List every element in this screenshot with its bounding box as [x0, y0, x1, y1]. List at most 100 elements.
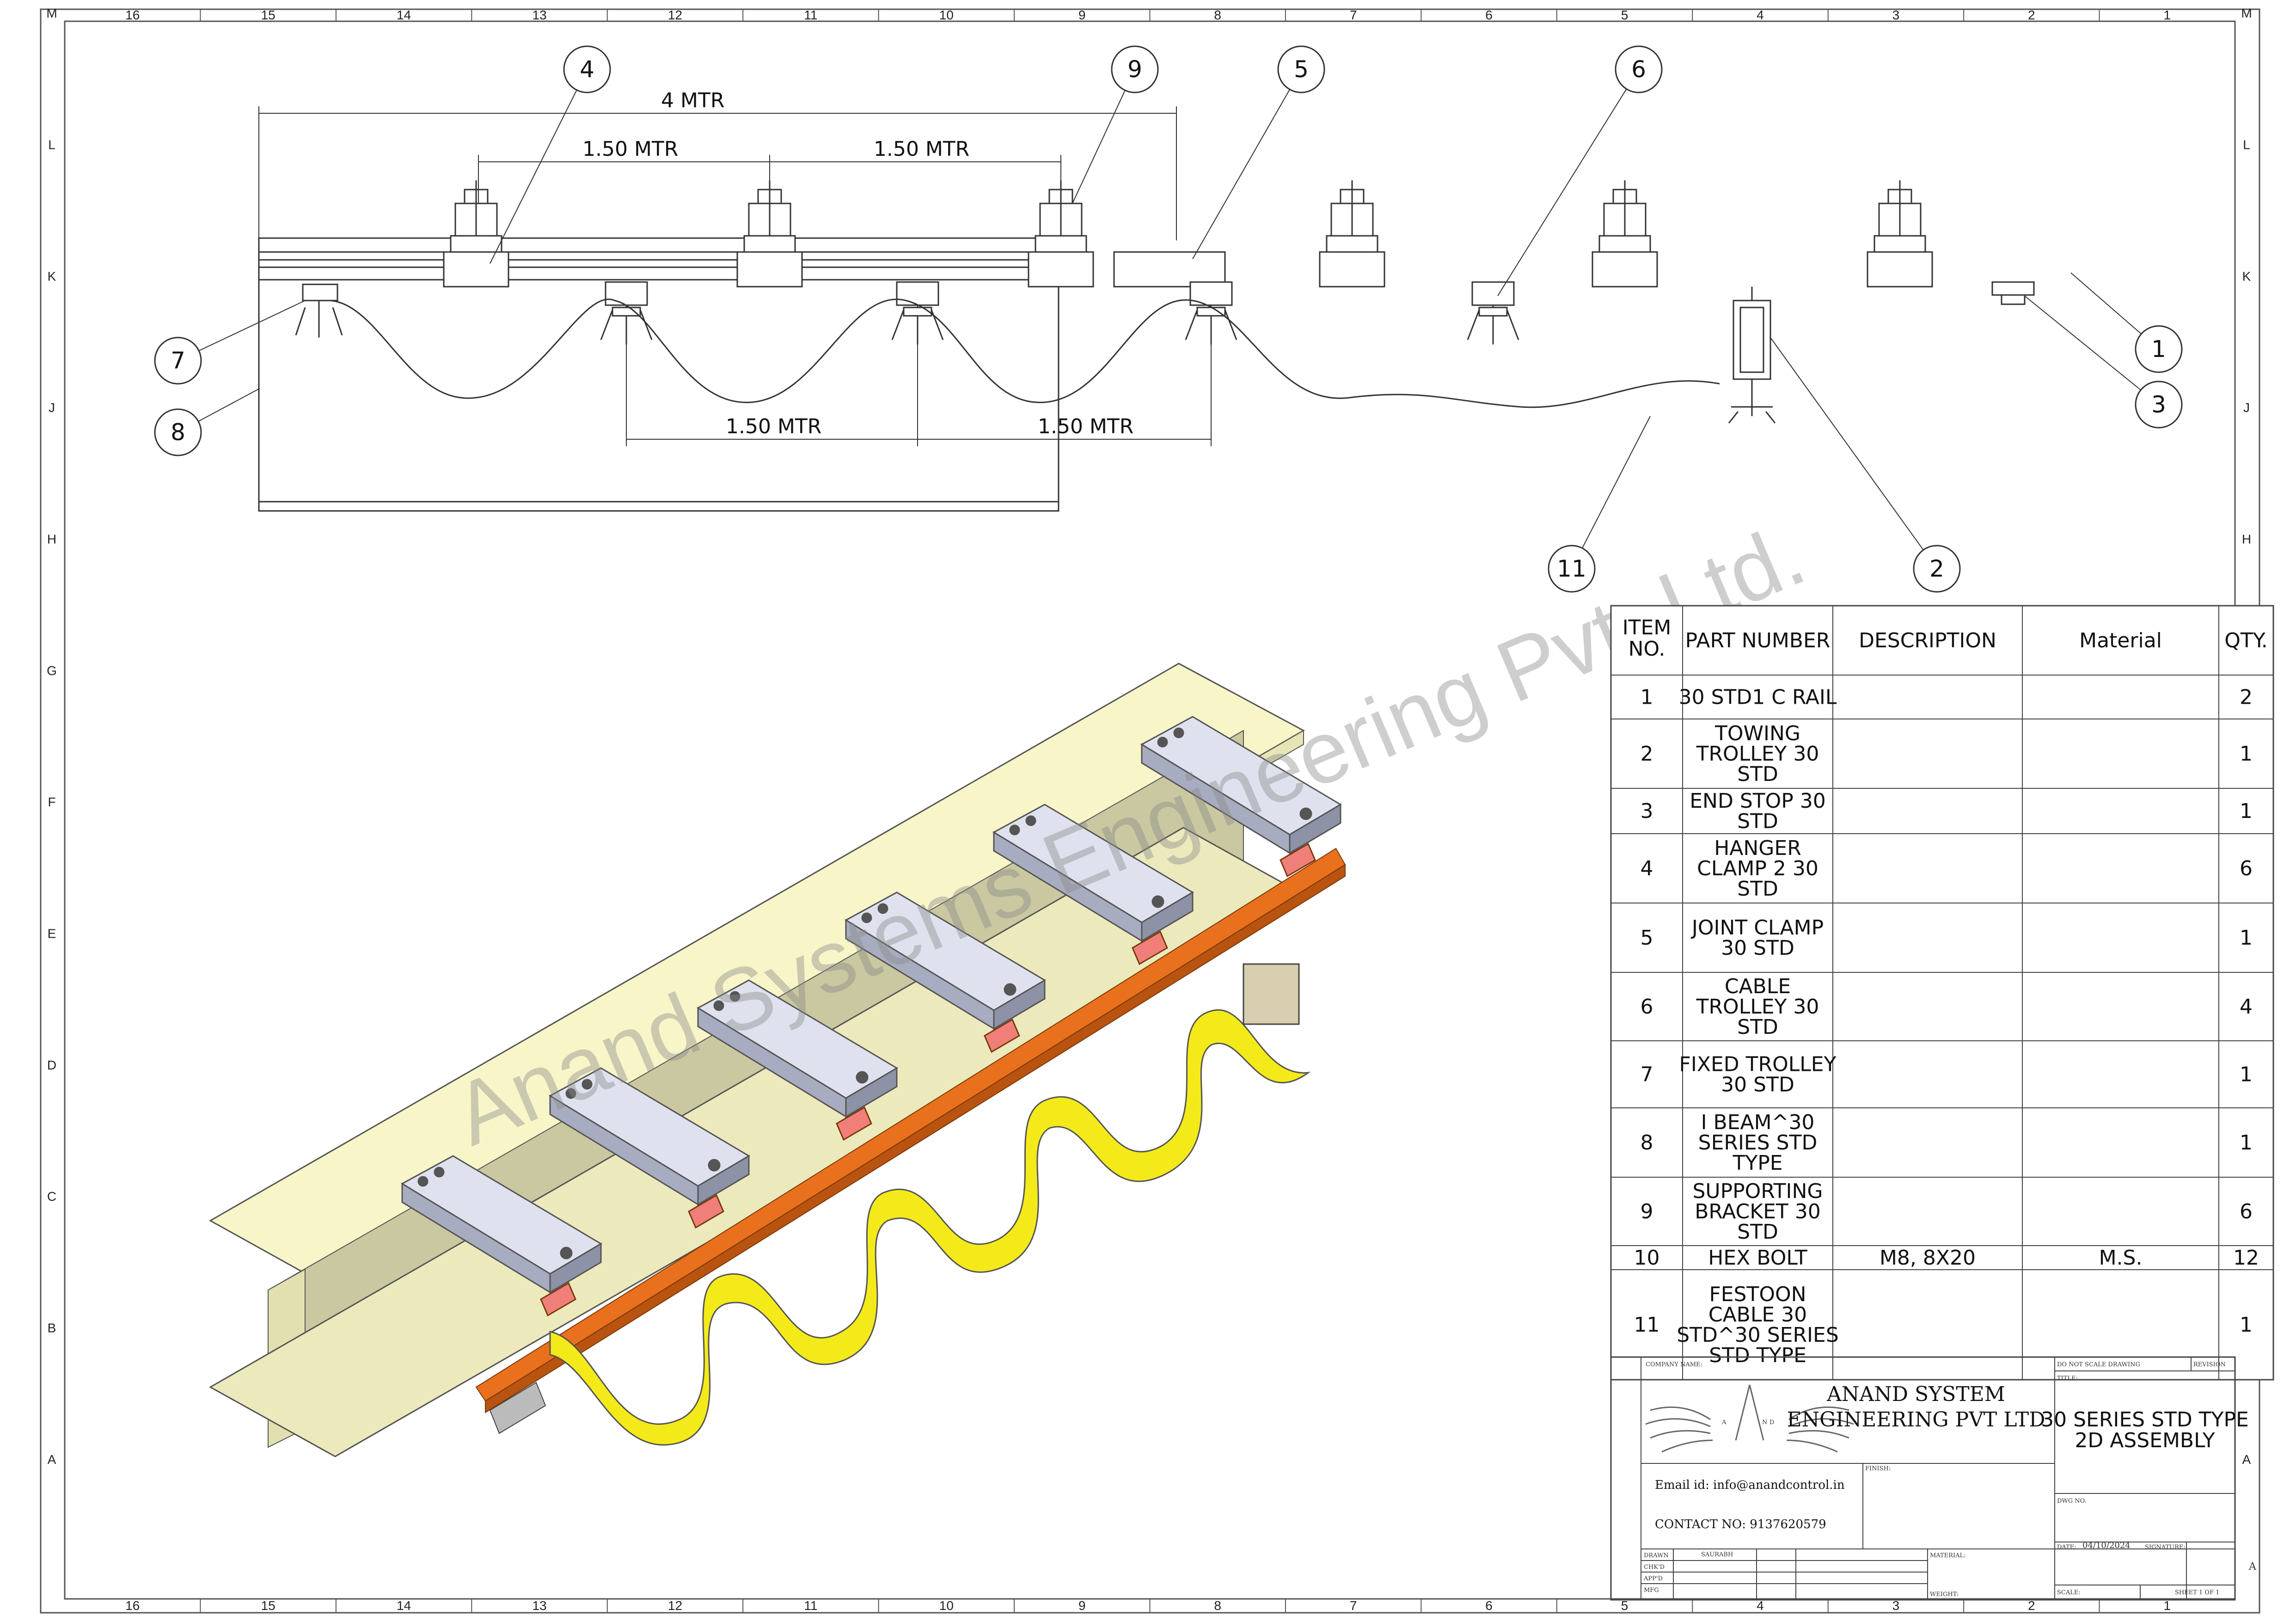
- bom-part-number: JOINT CLAMP: [1690, 916, 1824, 940]
- zone-bottom-7: 7: [1350, 1598, 1357, 1613]
- balloon-label: 7: [171, 347, 185, 374]
- zone-top-15: 15: [261, 8, 276, 22]
- zone-right-A: A: [2242, 1452, 2251, 1467]
- bom-part-number: SERIES STD: [1698, 1131, 1818, 1155]
- hanger-clamp: [1867, 180, 1933, 288]
- zone-top-10: 10: [939, 8, 954, 22]
- row-label-appd: APP'D: [1643, 1575, 1663, 1582]
- bom-qty: 1: [2240, 1313, 2253, 1337]
- balloon-8: 8: [154, 388, 260, 456]
- end-stop-iso: [489, 1382, 546, 1434]
- sheet-number: SHEET 1 OF 1: [2175, 1589, 2220, 1596]
- bom-qty: 1: [2240, 799, 2253, 823]
- bom-part-number: FIXED TROLLEY: [1679, 1053, 1837, 1076]
- zone-left-B: B: [48, 1321, 56, 1335]
- dimension-bottom-right: 1.50 MTR: [1038, 415, 1133, 438]
- bom-description: M8, 8X20: [1880, 1246, 1976, 1270]
- festoon-cable-strip: [549, 1009, 1311, 1446]
- dimension-bottom-left: 1.50 MTR: [726, 415, 821, 438]
- bom-item-no: 3: [1641, 799, 1653, 823]
- sheet-size: A: [2248, 1561, 2257, 1573]
- supporting-brackets: [400, 716, 1342, 1317]
- zone-left-E: E: [48, 927, 56, 941]
- joint-clamp: [1113, 251, 1226, 288]
- bom-part-number: 30 STD1 C RAIL: [1679, 686, 1837, 709]
- dimension-top-right: 1.50 MTR: [874, 137, 969, 161]
- festoon-cable-curve: [323, 298, 1720, 408]
- dimension-lines: [258, 106, 1212, 446]
- bom-item-no: 2: [1641, 742, 1653, 766]
- no-scale-label: DO NOT SCALE DRAWING: [2057, 1361, 2140, 1368]
- logo-letter-d: D: [1769, 1419, 1774, 1426]
- bom-part-number: STD: [1737, 877, 1778, 901]
- zone-bottom-12: 12: [668, 1598, 682, 1613]
- finish-label: FINISH:: [1865, 1465, 1891, 1472]
- zone-top-5: 5: [1621, 8, 1629, 22]
- dimension-top-left: 1.50 MTR: [582, 137, 678, 161]
- zone-bottom-14: 14: [397, 1598, 411, 1613]
- fixed-trolley: [295, 283, 343, 338]
- iso-bracket: [548, 1067, 750, 1229]
- balloon-label: 9: [1127, 56, 1142, 83]
- balloon-label: 4: [580, 56, 594, 83]
- zone-right-K: K: [2242, 269, 2251, 283]
- front-view: [258, 106, 2035, 512]
- bom-part-number: I BEAM^30: [1701, 1111, 1815, 1134]
- towing-trolley: [1728, 287, 1776, 424]
- balloon-label: 8: [171, 419, 185, 446]
- zone-bottom-11: 11: [804, 1598, 817, 1613]
- c-rail: [258, 237, 1059, 281]
- end-stop: [1991, 281, 2035, 305]
- scale-label: SCALE:: [2057, 1589, 2081, 1596]
- zone-left-J: J: [49, 400, 55, 415]
- revision-label: REVISION: [2193, 1361, 2226, 1368]
- bom-part-number: FESTOON: [1709, 1283, 1806, 1306]
- bom-header-item: ITEM: [1623, 616, 1671, 639]
- zone-bottom-16: 16: [125, 1598, 140, 1613]
- zone-top-6: 6: [1485, 8, 1493, 22]
- hanger-clamp: [1028, 180, 1094, 288]
- bom-qty: 1: [2240, 1063, 2253, 1087]
- hanger-clamps: [443, 180, 1933, 288]
- zone-right-J: J: [2243, 400, 2250, 415]
- bom-part-number: STD: [1737, 762, 1778, 786]
- cable-trolleys: [600, 281, 1519, 344]
- bom-frame: [1610, 605, 2274, 1381]
- title-label: TITLE:: [2057, 1375, 2078, 1382]
- company-contact: CONTACT NO: 9137620579: [1655, 1518, 1826, 1531]
- iso-bracket: [992, 804, 1194, 965]
- zone-top-2: 2: [2028, 8, 2035, 22]
- bom-header-material: Material: [2079, 629, 2162, 652]
- zone-top-16: 16: [125, 8, 140, 22]
- balloon-label: 3: [2151, 391, 2166, 418]
- bom-qty: 6: [2240, 857, 2253, 880]
- material-label: MATERIAL:: [1930, 1552, 1965, 1559]
- balloon-3: 3: [2024, 295, 2183, 429]
- iso-bracket: [400, 1155, 602, 1317]
- zone-top-1: 1: [2163, 8, 2171, 22]
- bom-item-no: 6: [1641, 995, 1653, 1019]
- zone-bottom-4: 4: [1757, 1598, 1764, 1613]
- iso-bracket: [696, 979, 898, 1141]
- iso-bracket: [1140, 716, 1342, 878]
- zone-top-11: 11: [804, 8, 817, 22]
- balloon-9: 9: [1072, 45, 1159, 204]
- bom-part-number: STD: [1737, 1015, 1778, 1039]
- zone-left-L: L: [48, 138, 55, 152]
- zone-bottom-1: 1: [2163, 1598, 2171, 1613]
- drawing-title-line1: 30 SERIES STD TYPE: [2041, 1408, 2249, 1432]
- drawing-title-line2: 2D ASSEMBLY: [2075, 1429, 2215, 1452]
- zone-left-M: M: [46, 6, 57, 20]
- zone-left-G: G: [47, 664, 57, 678]
- bom-part-number: CLAMP 2 30: [1697, 857, 1818, 880]
- balloon-label: 5: [1294, 56, 1309, 83]
- balloon-11: 11: [1548, 416, 1651, 593]
- weight-label: WEIGHT:: [1930, 1591, 1959, 1598]
